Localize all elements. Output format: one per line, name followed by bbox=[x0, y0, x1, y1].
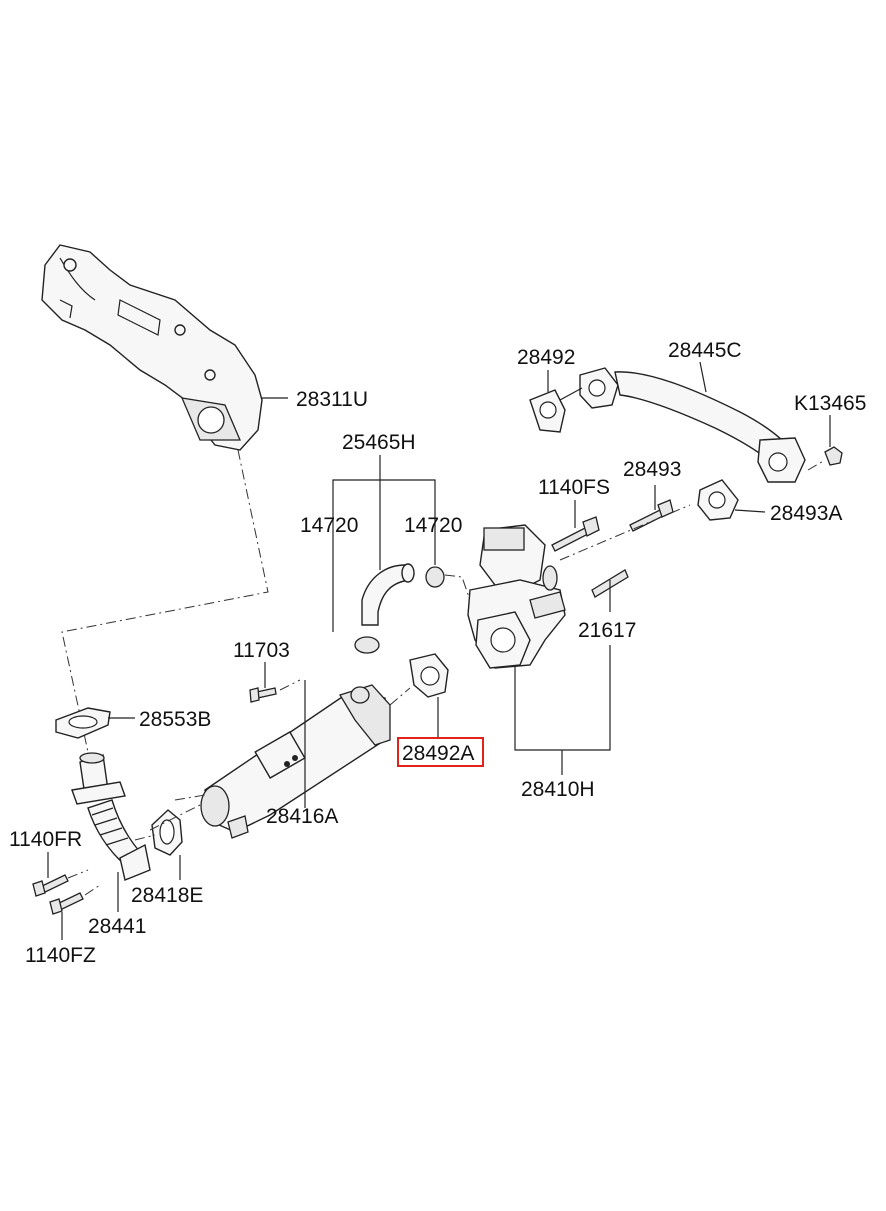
label-28441: 28441 bbox=[88, 915, 146, 938]
nut-drawing[interactable] bbox=[824, 446, 843, 466]
bolt-1140fr-drawing[interactable] bbox=[32, 874, 69, 897]
label-11703: 11703 bbox=[233, 639, 290, 662]
label-28416A: 28416A bbox=[266, 805, 338, 828]
highlight-box-28492A bbox=[397, 737, 484, 767]
gasket-28492a-drawing[interactable] bbox=[409, 653, 449, 698]
bolt-1140fs-drawing[interactable] bbox=[551, 516, 600, 552]
intake-manifold-drawing[interactable] bbox=[41, 244, 263, 451]
label-28445C: 28445C bbox=[668, 339, 742, 362]
label-14720-left: 14720 bbox=[300, 514, 358, 537]
label-K13465: K13465 bbox=[794, 392, 866, 415]
egr-pipe-drawing[interactable] bbox=[579, 367, 806, 483]
label-28493: 28493 bbox=[623, 458, 681, 481]
label-28311U: 28311U bbox=[296, 388, 368, 411]
label-28418E: 28418E bbox=[131, 884, 203, 907]
label-28410H: 28410H bbox=[521, 778, 595, 801]
gasket-28418e-drawing[interactable] bbox=[151, 809, 183, 856]
label-1140FS: 1140FS bbox=[538, 476, 610, 499]
label-1140FZ: 1140FZ bbox=[25, 944, 96, 967]
label-21617: 21617 bbox=[578, 619, 636, 642]
label-28492: 28492 bbox=[517, 346, 575, 369]
label-28493A: 28493A bbox=[770, 502, 842, 525]
bolt-28493-drawing[interactable] bbox=[629, 499, 674, 532]
bolt-11703-drawing[interactable] bbox=[249, 687, 277, 703]
egr-cooler-drawing[interactable] bbox=[200, 684, 391, 839]
flex-pipe-drawing[interactable] bbox=[71, 752, 151, 881]
label-28553B: 28553B bbox=[139, 708, 211, 731]
label-14720-right: 14720 bbox=[404, 514, 462, 537]
label-28492A[interactable]: 28492A bbox=[402, 742, 474, 765]
bolt-1140fz-drawing[interactable] bbox=[49, 892, 84, 915]
gasket-28492-drawing[interactable] bbox=[529, 389, 566, 433]
label-1140FR: 1140FR bbox=[9, 828, 82, 851]
label-25465H: 25465H bbox=[342, 431, 416, 454]
gasket-28493a-drawing[interactable] bbox=[697, 479, 739, 521]
hose-drawing[interactable] bbox=[361, 563, 415, 626]
egr-valve-drawing[interactable] bbox=[467, 524, 566, 669]
gasket-28553b-drawing[interactable] bbox=[55, 707, 111, 739]
clamp-drawing[interactable] bbox=[354, 566, 445, 654]
